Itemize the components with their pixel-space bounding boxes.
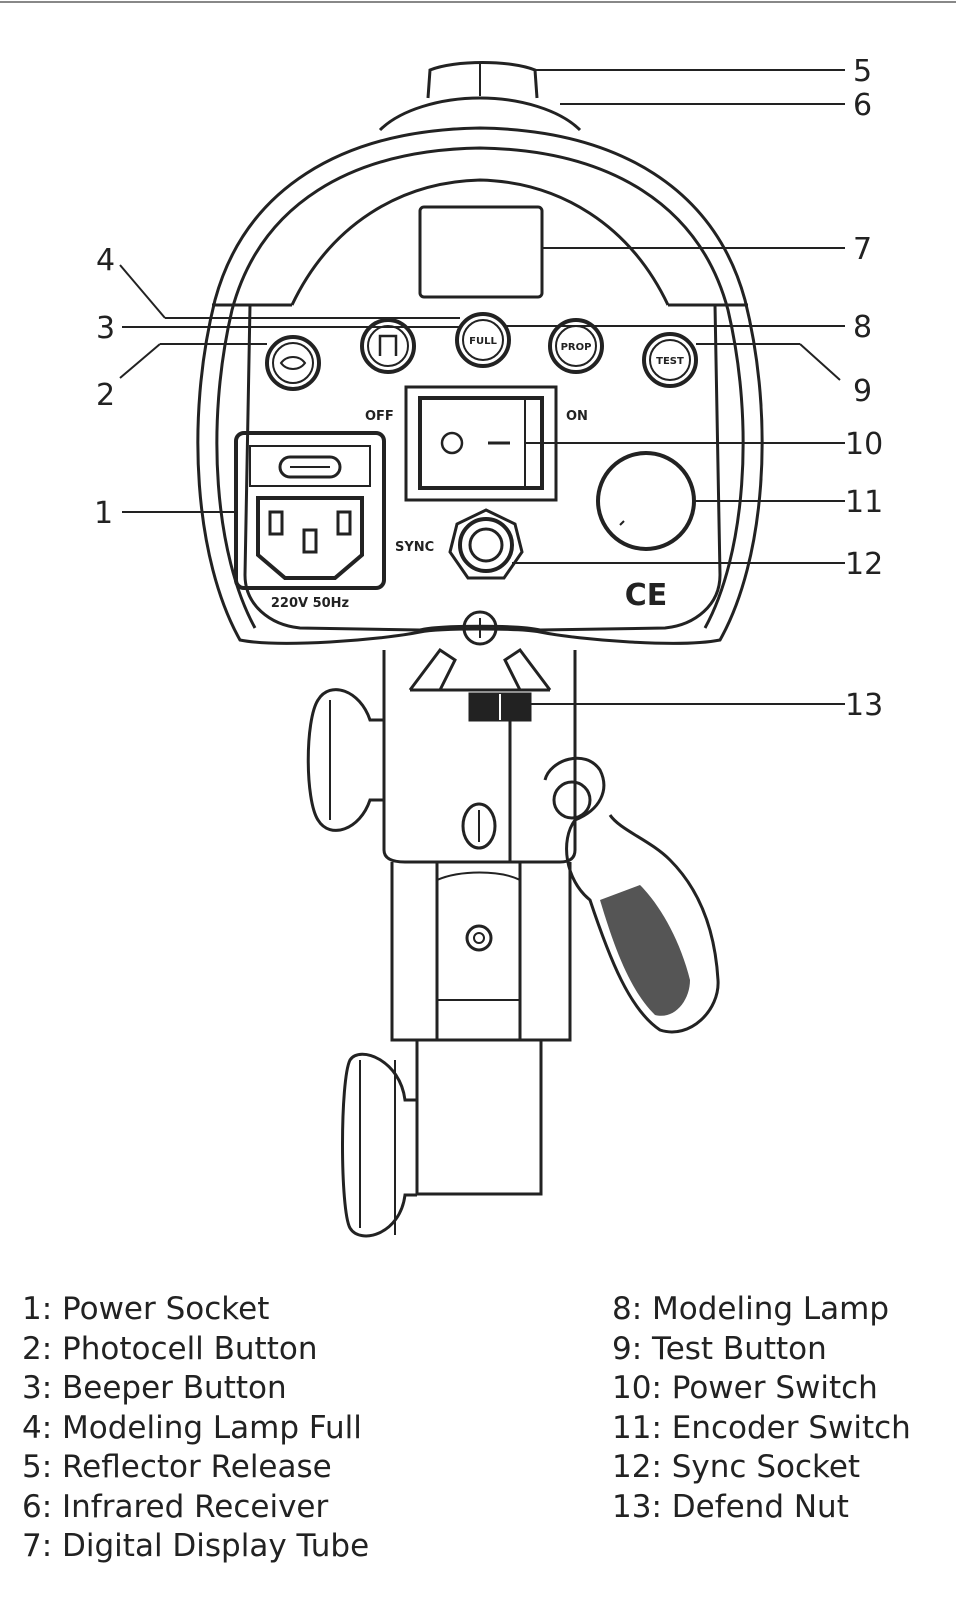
socket-pin-earth: [302, 528, 318, 554]
callout-11: 11: [845, 485, 883, 520]
legend-item: 3: Beeper Button: [22, 1370, 287, 1406]
test-button-label: TEST: [656, 356, 684, 367]
sync-socket: SYNC: [395, 508, 524, 580]
callout-1: 1: [94, 496, 113, 531]
switch-on-label: ON: [566, 409, 588, 424]
callout-4: 4: [96, 243, 115, 278]
handle-grip-shading: [600, 885, 690, 1016]
legend-item: 6: Infrared Receiver: [22, 1488, 329, 1525]
legend-item: 5: Reflector Release: [22, 1449, 332, 1485]
test-button: TEST: [642, 332, 698, 388]
legend-item: 12: Sync Socket: [612, 1449, 861, 1485]
voltage-label: 220V 50Hz: [271, 596, 349, 611]
callout-5: 5: [853, 54, 872, 89]
adjust-handle: [543, 756, 720, 1034]
switch-off-mark: [440, 431, 464, 455]
modeling-full-button: FULL: [455, 312, 511, 368]
bracket-slot: [461, 802, 497, 850]
legend-item: 7: Digital Display Tube: [22, 1528, 370, 1564]
bracket-body: [382, 650, 577, 864]
callout-12: 12: [845, 547, 883, 582]
callout-6: 6: [853, 88, 872, 123]
head-inner-shell: [215, 146, 745, 629]
legend-item: 1: Power Socket: [22, 1291, 270, 1327]
eye-icon: [279, 356, 307, 370]
fuse-holder: [278, 455, 342, 479]
legend-item: 13: Defend Nut: [612, 1488, 849, 1525]
leader-9b: [799, 343, 841, 381]
legend-item: 9: Test Button: [612, 1330, 827, 1367]
leader-2: [119, 343, 161, 379]
leader-lines: [119, 69, 845, 705]
socket-pin-left: [268, 510, 284, 536]
leader-4: [119, 264, 166, 319]
legend-left-column: 1: Power Socket 2: Photocell Button 3: B…: [22, 1290, 369, 1567]
socket-pin-right: [336, 510, 352, 536]
bracket-bolt: [465, 924, 493, 952]
legend-item: 4: Modeling Lamp Full: [22, 1409, 362, 1446]
lock-knob-lower: [341, 1052, 417, 1238]
legend-item: 10: Power Switch: [612, 1370, 878, 1406]
control-buttons: FULL PROP TEST: [265, 312, 698, 391]
reflector-release-knob: [426, 61, 539, 99]
infrared-receiver-dome: [378, 96, 582, 132]
encoder-switch: [596, 451, 696, 551]
music-note-icon: [378, 334, 398, 356]
sync-label: SYNC: [395, 540, 434, 555]
photocell-button: [265, 335, 321, 391]
head-outer-shell: [196, 126, 764, 645]
legend-item: 11: Encoder Switch: [612, 1409, 911, 1446]
legend-right-column: 8: Modeling Lamp 9: Test Button 10: Powe…: [612, 1290, 911, 1527]
flash-head: [196, 61, 764, 645]
digital-display-tube: [418, 205, 544, 299]
callout-numbers: 1 2 3 4 5 6 7 8 9 10 11 12 13: [94, 54, 883, 723]
full-button-label: FULL: [469, 336, 497, 347]
callout-13: 13: [845, 688, 883, 723]
callout-8: 8: [853, 310, 872, 345]
callout-3: 3: [96, 311, 115, 346]
mount-screw: [462, 610, 498, 646]
ce-mark: CE: [625, 578, 668, 613]
inner-arch: [290, 178, 670, 306]
studio-flash-diagram: FULL PROP TEST OFF ON 220V 50Hz: [0, 1, 956, 1238]
power-socket: 220V 50Hz: [234, 431, 386, 611]
switch-off-label: OFF: [365, 409, 394, 424]
callout-9: 9: [853, 374, 872, 409]
tilt-knob-upper: [306, 688, 384, 832]
callout-10: 10: [845, 427, 883, 462]
prop-button-label: PROP: [561, 342, 592, 353]
legend-item: 8: Modeling Lamp: [612, 1291, 890, 1327]
stand-spigot: [415, 1038, 543, 1196]
callout-2: 2: [96, 378, 115, 413]
yoke-clamp: [408, 647, 552, 691]
callout-7: 7: [853, 232, 872, 267]
modeling-prop-button: PROP: [548, 318, 604, 374]
legend-item: 2: Photocell Button: [22, 1330, 318, 1367]
mounting-bracket: [306, 610, 720, 1238]
socket-body: [256, 496, 364, 580]
